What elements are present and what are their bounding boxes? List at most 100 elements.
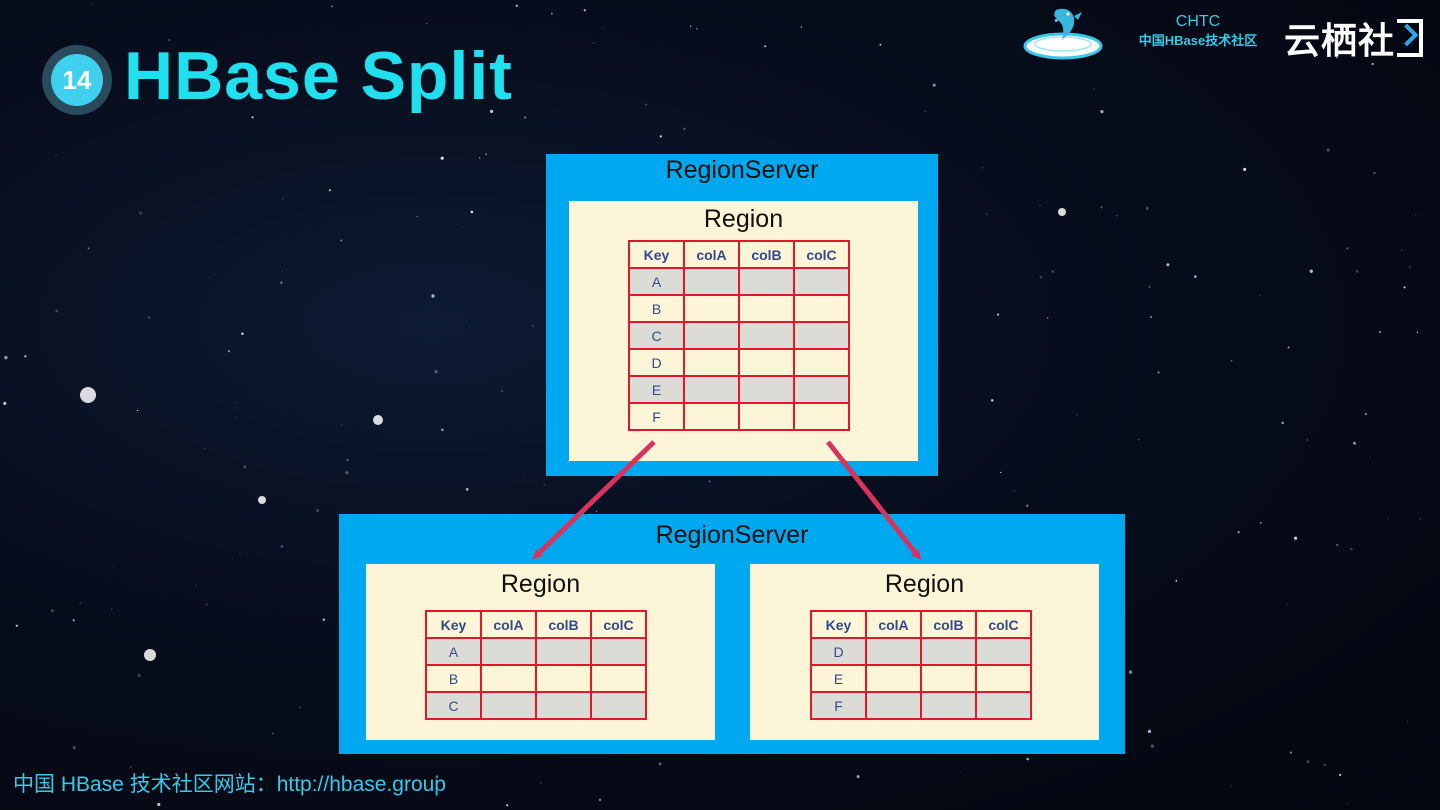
star (243, 465, 247, 469)
star (1419, 518, 1421, 520)
table-row: E (810, 664, 1032, 693)
star (515, 4, 518, 7)
star (997, 313, 1000, 316)
star (499, 60, 502, 62)
row-key: D (810, 637, 867, 666)
star (4, 355, 8, 360)
star (1039, 204, 1041, 206)
star (990, 399, 994, 402)
bottom-left-region-table: Key colA colB colC A B C (425, 610, 647, 720)
partner-logo-mark-icon (1397, 19, 1424, 57)
star (87, 247, 90, 250)
star (1323, 763, 1326, 766)
star (251, 116, 254, 119)
table-row: A (425, 637, 647, 666)
star (289, 76, 291, 78)
star (1149, 315, 1153, 319)
star (598, 798, 602, 802)
star (282, 197, 284, 200)
bottom-right-region: Region Key colA colB colC D E F (750, 564, 1099, 740)
star (435, 775, 439, 779)
header-cola: colA (865, 610, 922, 639)
star (524, 472, 526, 474)
star (441, 428, 444, 432)
table-row: D (810, 637, 1032, 666)
header-colc: colC (793, 240, 850, 269)
star (1237, 531, 1240, 534)
star (595, 510, 598, 512)
header-key: Key (425, 610, 482, 639)
table-row: A (628, 267, 850, 296)
star (465, 488, 469, 491)
star (76, 783, 80, 787)
star (1051, 270, 1055, 273)
star (328, 189, 331, 192)
slide-number-badge: 14 (42, 45, 112, 115)
star (879, 43, 882, 46)
star (129, 765, 133, 769)
row-key: B (425, 664, 482, 693)
star (1259, 522, 1262, 524)
star (1352, 441, 1357, 445)
star (440, 156, 444, 160)
star (1013, 490, 1015, 492)
star (932, 83, 936, 87)
slide-number: 14 (51, 54, 103, 106)
star (234, 401, 236, 403)
bottom-left-region: Region Key colA colB colC A B C (366, 564, 715, 740)
star (204, 448, 206, 450)
star (112, 565, 114, 567)
partner-logo: 云栖社 (1284, 12, 1424, 64)
star (241, 332, 244, 336)
header-colc: colC (975, 610, 1032, 639)
star (1401, 249, 1403, 251)
star (1166, 263, 1170, 267)
star (1147, 729, 1152, 734)
star (1326, 148, 1330, 152)
dolphin-logo-icon (1023, 8, 1103, 60)
star (593, 42, 595, 44)
star (485, 153, 488, 156)
star (1148, 286, 1151, 288)
star (1370, 457, 1372, 458)
row-key: E (628, 375, 685, 404)
top-region: Region Key colA colB colC A B C D E F (569, 201, 918, 461)
star (15, 624, 18, 627)
star (1387, 518, 1388, 520)
star (239, 552, 241, 554)
bottom-left-region-label: Region (500, 570, 581, 598)
star (1243, 167, 1247, 171)
star (1350, 547, 1353, 551)
star (505, 332, 506, 333)
star (435, 86, 438, 90)
star (1396, 183, 1398, 185)
star (1230, 785, 1232, 787)
star (168, 39, 170, 41)
star (426, 22, 428, 25)
star (228, 88, 231, 91)
bottom-server-label: RegionServer (655, 521, 809, 549)
table-row: E (628, 375, 850, 404)
star (1145, 206, 1149, 210)
star (55, 154, 57, 156)
star (540, 782, 542, 784)
table-row: D (628, 348, 850, 377)
star (280, 545, 284, 548)
star (3, 401, 7, 405)
star (214, 274, 215, 276)
star (24, 355, 27, 358)
star (341, 424, 343, 426)
row-key: A (425, 637, 482, 666)
partner-logo-text: 云栖社 (1284, 20, 1396, 61)
star (72, 619, 75, 622)
star (683, 127, 686, 130)
star (690, 25, 692, 27)
star (1175, 580, 1178, 582)
org-brand: CHTC 中国HBase技术社区 (1128, 12, 1268, 50)
bottom-region-server: RegionServer Region Key colA colB colC A… (339, 514, 1125, 754)
star (1076, 414, 1078, 416)
star (1230, 360, 1233, 362)
star (1309, 269, 1313, 273)
star (416, 215, 418, 217)
star (601, 28, 603, 29)
